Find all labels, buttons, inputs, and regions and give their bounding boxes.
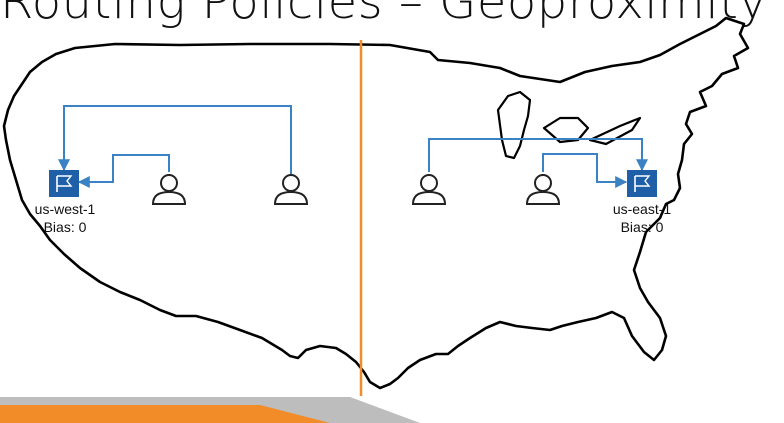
connector-east-near-user	[542, 153, 628, 188]
footer-accent-bar	[0, 397, 420, 423]
connector-east-far-user	[428, 138, 648, 172]
connector-west-far-user	[58, 105, 292, 174]
connector-west-near-user	[77, 154, 170, 188]
user-icon	[525, 174, 561, 205]
user-icon	[273, 174, 309, 205]
great-lakes-outline-east	[542, 116, 590, 144]
great-lakes-outline	[496, 90, 532, 160]
region-bias: Bias: 0	[620, 219, 664, 235]
region-name: us-west-1	[34, 201, 96, 217]
flag-icon	[49, 170, 79, 197]
us-map-outline	[2, 16, 750, 390]
great-lakes-outline-erie	[588, 116, 642, 146]
flag-icon	[627, 170, 657, 197]
region-name: us-east-1	[612, 201, 672, 217]
region-label-west: us-west-1 Bias: 0	[30, 200, 100, 236]
region-label-east: us-east-1 Bias: 0	[604, 200, 680, 236]
user-icon	[411, 174, 447, 205]
user-icon	[151, 174, 187, 205]
region-bias: Bias: 0	[43, 219, 87, 235]
